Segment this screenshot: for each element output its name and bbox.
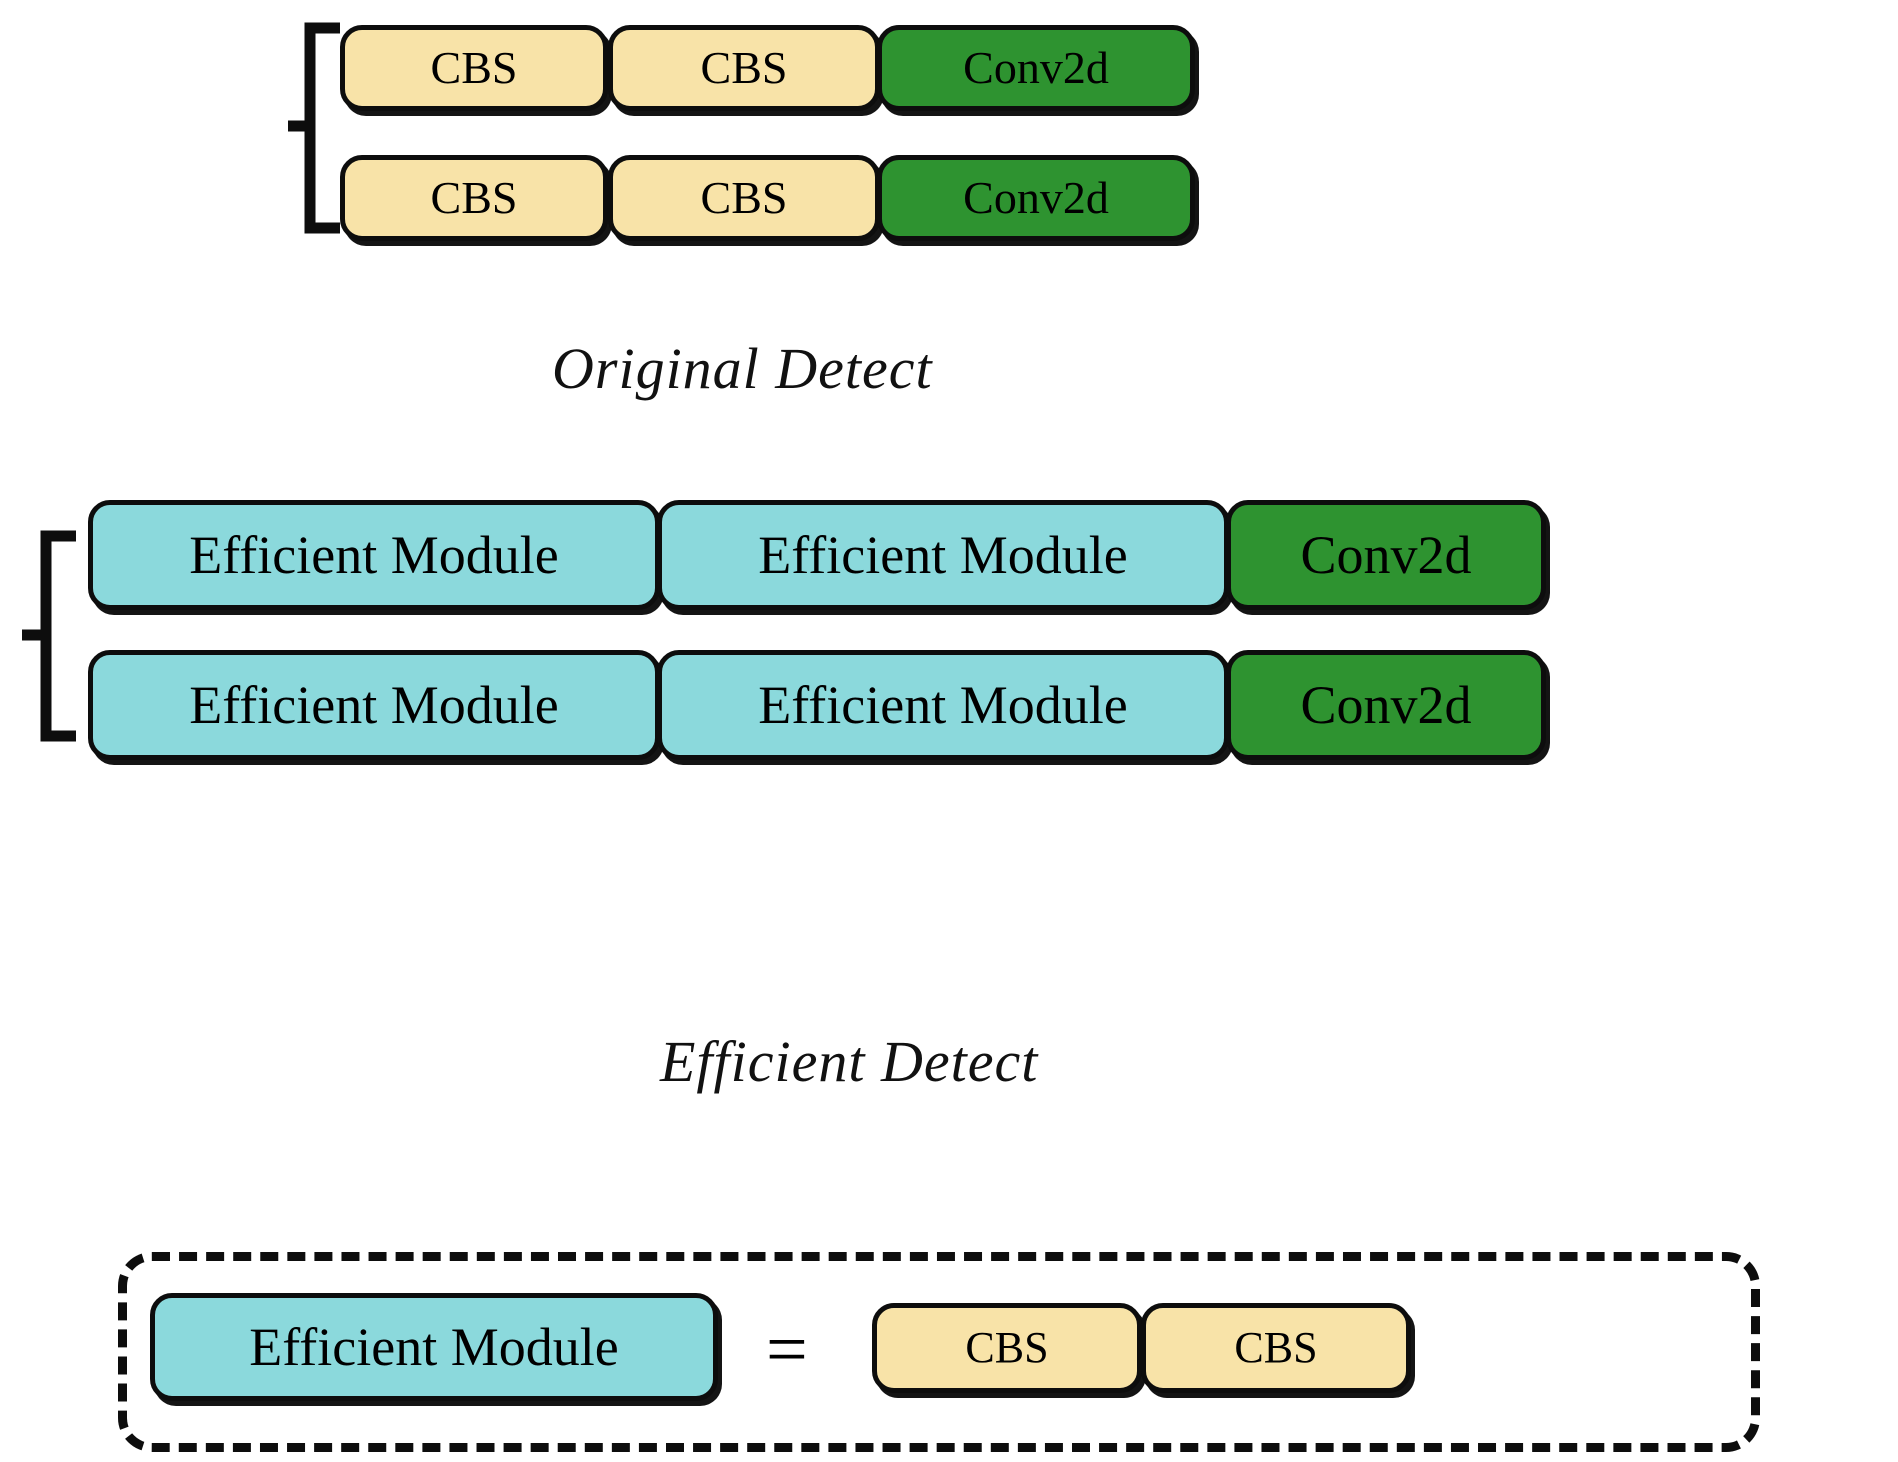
caption-efficient-detect: Efficient Detect <box>660 1028 1038 1095</box>
block-label: Conv2d <box>963 42 1109 93</box>
caption-text: Efficient Detect <box>660 1029 1039 1094</box>
block-cbs: CBS <box>608 25 880 111</box>
equals-symbol: = <box>766 1309 808 1391</box>
block-label: Conv2d <box>1300 675 1472 735</box>
block-label: CBS <box>700 172 788 223</box>
block-cbs: CBS <box>340 25 608 111</box>
efficient-module-definition-box <box>118 1252 1760 1452</box>
caption-text: Original Detect <box>552 336 933 401</box>
block-label: CBS <box>430 172 518 223</box>
block-efficient-module: Efficient Module <box>88 650 660 760</box>
block-label: Conv2d <box>963 172 1109 223</box>
legend-block-efficient-module: Efficient Module <box>150 1293 718 1401</box>
legend-block-cbs: CBS <box>872 1303 1142 1393</box>
block-label: Conv2d <box>1300 525 1472 585</box>
block-label: CBS <box>700 42 788 93</box>
block-label: Efficient Module <box>189 675 559 735</box>
block-label: CBS <box>965 1323 1049 1372</box>
block-efficient-module: Efficient Module <box>657 650 1229 760</box>
block-label: Efficient Module <box>249 1317 619 1377</box>
block-label: Efficient Module <box>758 675 1128 735</box>
block-cbs: CBS <box>340 155 608 241</box>
block-conv2d: Conv2d <box>1226 500 1546 610</box>
block-efficient-module: Efficient Module <box>657 500 1229 610</box>
original-detect-bracket <box>288 22 340 234</box>
legend-block-cbs: CBS <box>1141 1303 1411 1393</box>
block-conv2d: Conv2d <box>1226 650 1546 760</box>
block-conv2d: Conv2d <box>877 155 1195 241</box>
caption-original-detect: Original Detect <box>552 335 933 402</box>
block-conv2d: Conv2d <box>877 25 1195 111</box>
equals-sign: = <box>766 1313 808 1387</box>
block-label: CBS <box>1234 1323 1318 1372</box>
efficient-detect-bracket <box>22 530 76 742</box>
block-label: Efficient Module <box>758 525 1128 585</box>
block-cbs: CBS <box>608 155 880 241</box>
block-label: Efficient Module <box>189 525 559 585</box>
block-label: CBS <box>430 42 518 93</box>
block-efficient-module: Efficient Module <box>88 500 660 610</box>
